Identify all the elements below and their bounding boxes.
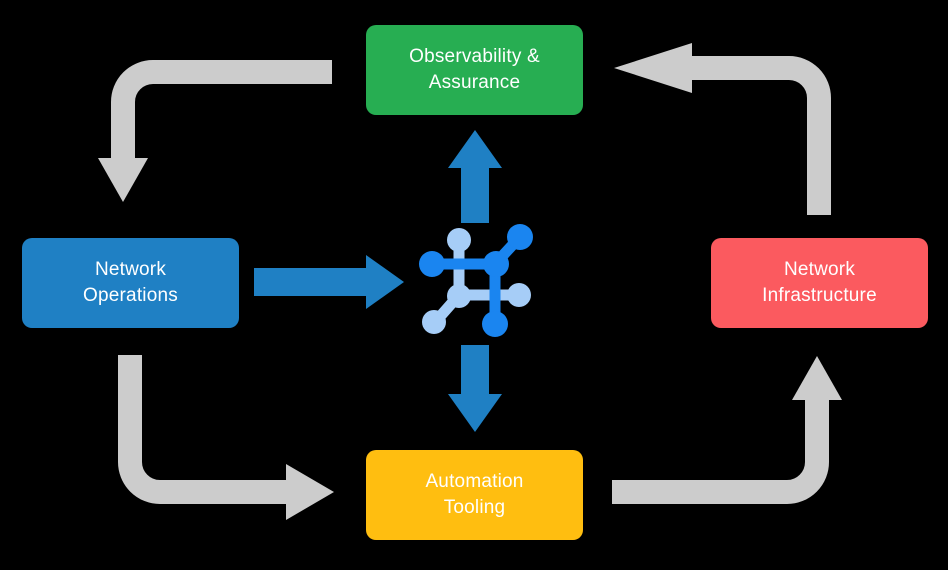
node-observability[interactable]: Observability & Assurance [366,25,583,115]
connector-infrastructure-to-observability [614,43,831,215]
connector-operations-to-automation [118,355,334,520]
connector-operations-to-center [254,255,404,309]
network-topology-icon [419,224,533,337]
connector-center-to-observability [448,130,502,223]
node-network-infrastructure[interactable]: Network Infrastructure [711,238,928,328]
connector-automation-to-infrastructure [612,356,842,504]
connector-observability-to-operations [98,60,332,202]
node-network-operations[interactable]: Network Operations [22,238,239,328]
connector-center-to-automation [448,345,502,432]
node-automation-tooling[interactable]: Automation Tooling [366,450,583,540]
